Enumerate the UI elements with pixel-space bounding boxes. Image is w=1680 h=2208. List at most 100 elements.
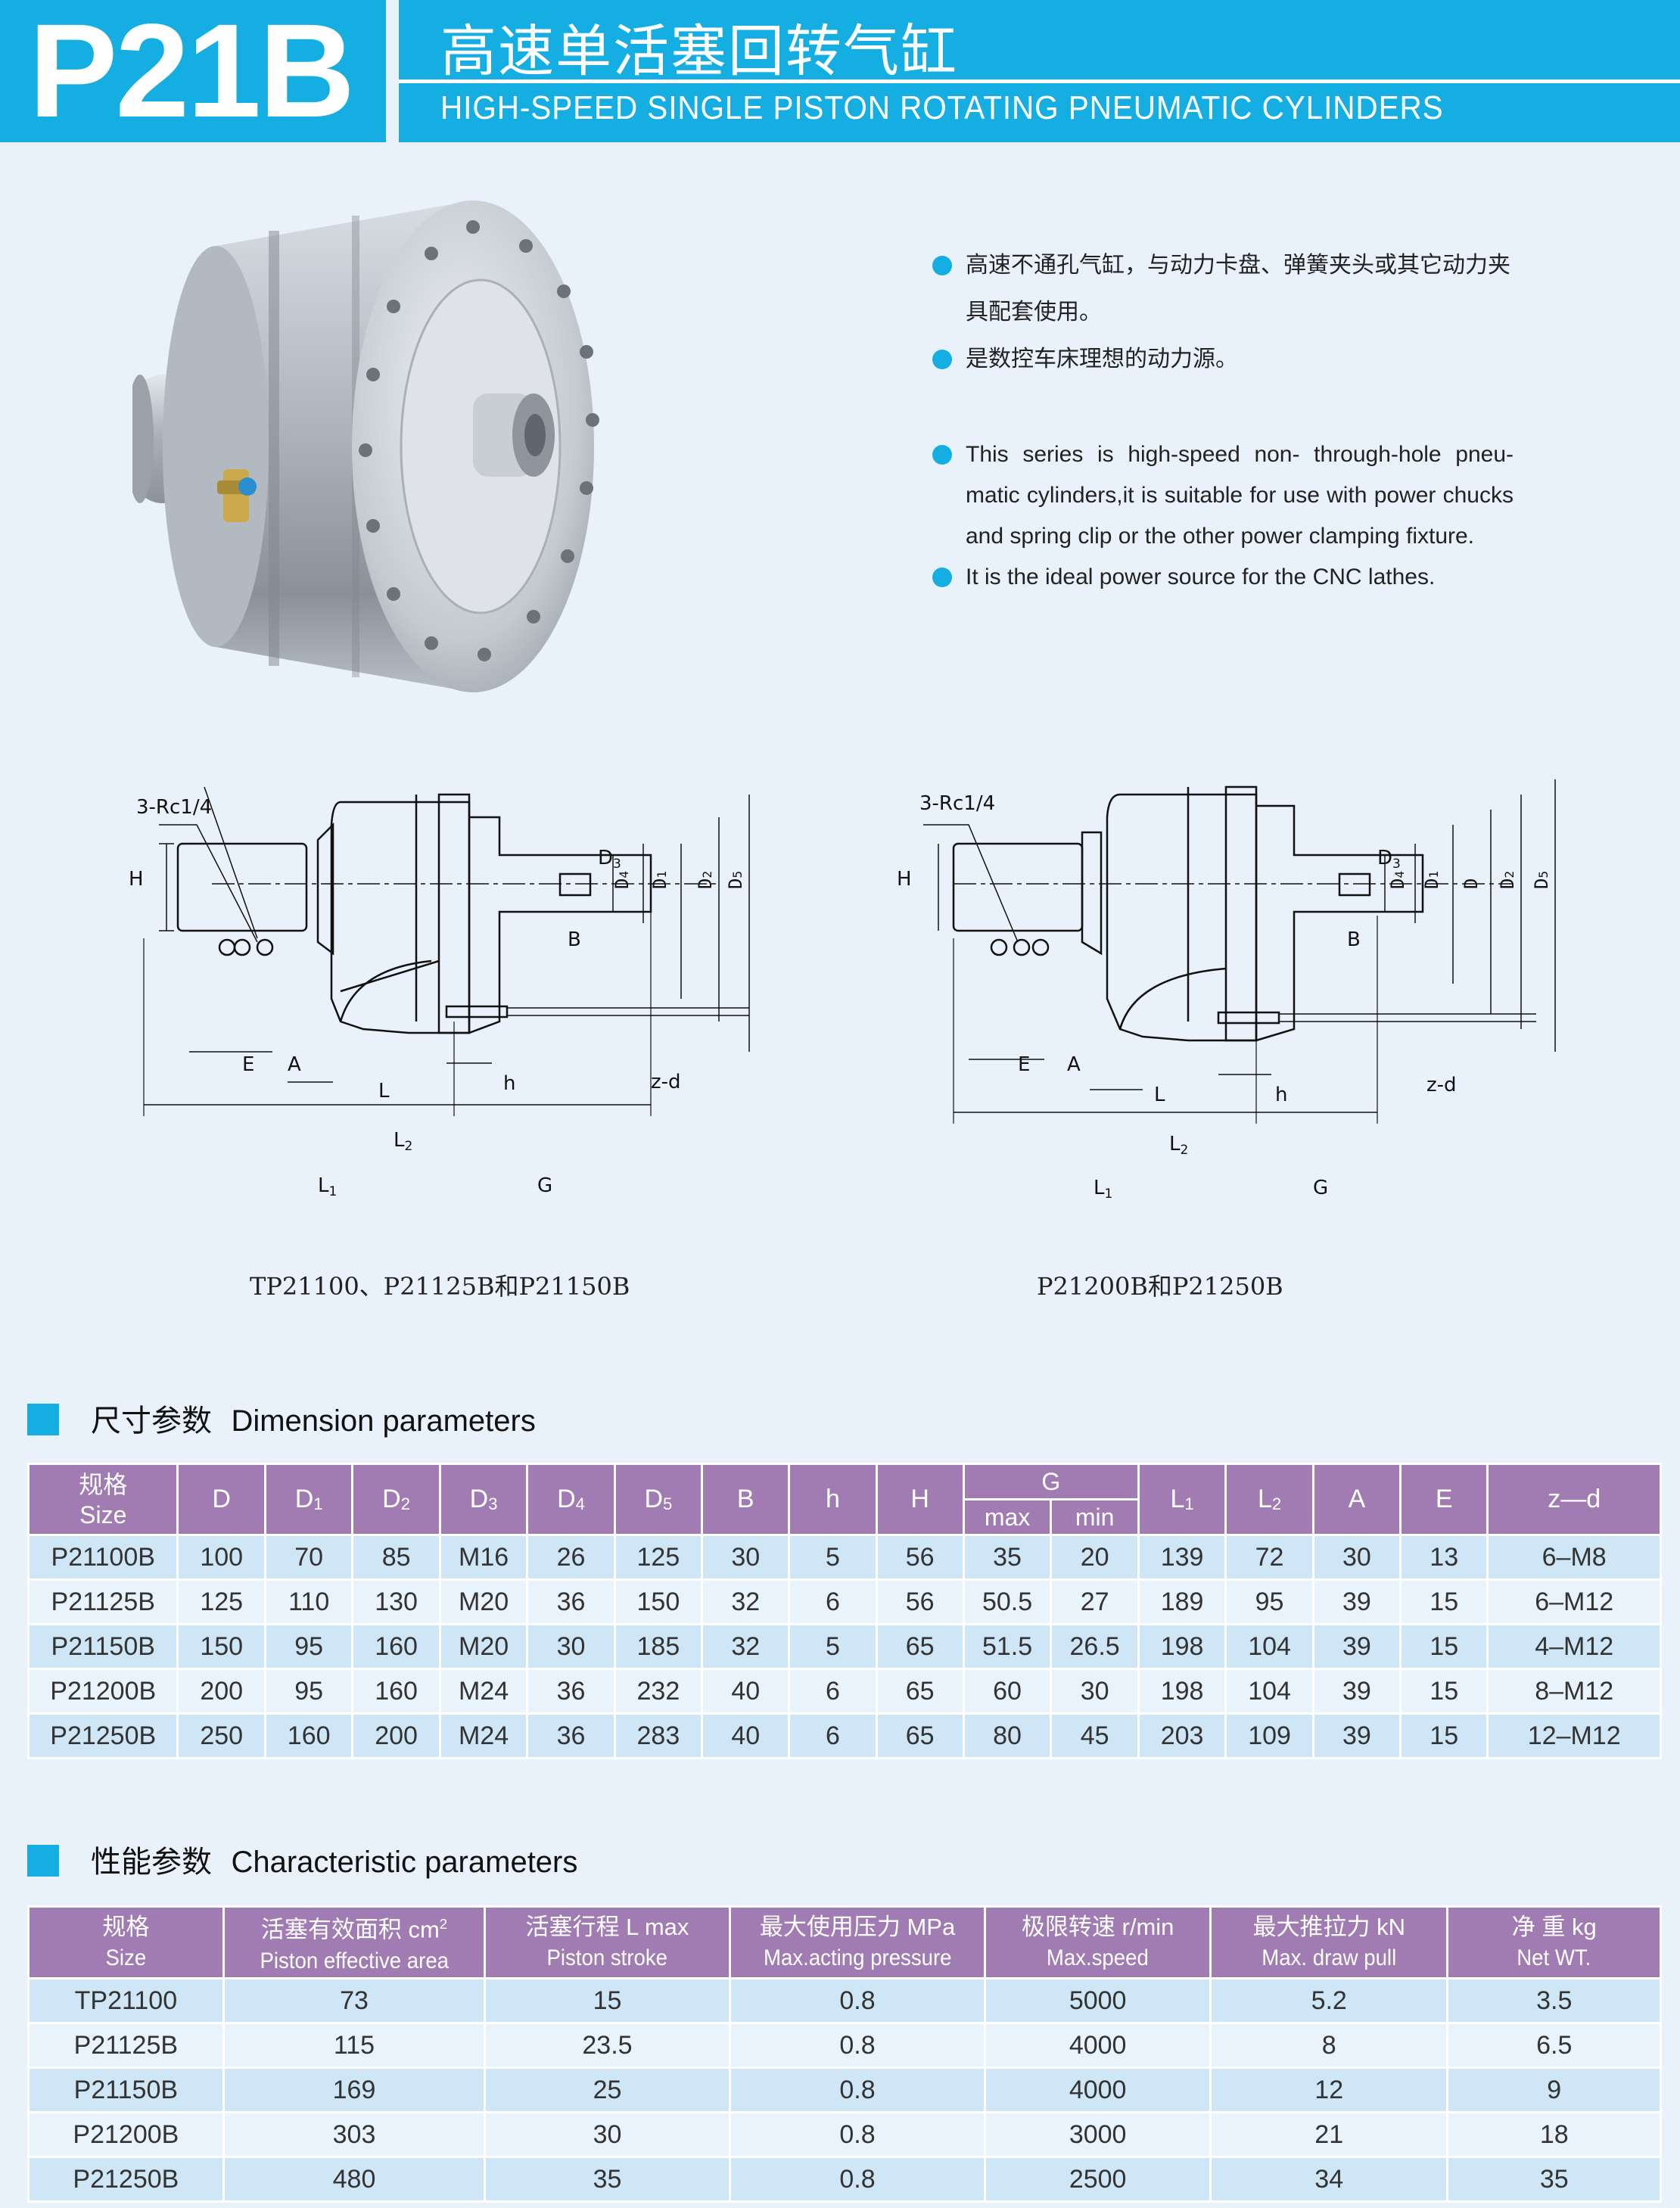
size-cell: P21150B [27,2067,225,2113]
table-cell: 480 [222,2156,487,2203]
table-cell: 20 [1050,1534,1140,1581]
drawing-left: 3-Rc1/4 H D3 B E A L h z-d L2 L1 G D4 D1… [129,786,750,1199]
col-G: G [962,1463,1140,1501]
table-cell: 150 [176,1623,266,1670]
table-cell: 18 [1446,2111,1662,2158]
table-cell: 50.5 [962,1578,1053,1625]
label-A: A [1067,1053,1081,1076]
col-h: h [788,1463,878,1536]
label-h: h [503,1072,515,1095]
table-cell: 104 [1224,1668,1314,1715]
table-cell: 65 [875,1712,965,1759]
label-G: G [537,1174,552,1197]
header-title-block: 高速单活塞回转气缸 HIGH-SPEED SINGLE PISTON ROTAT… [399,0,1680,142]
label-L: L [1154,1084,1165,1106]
table-cell: 9 [1446,2067,1662,2113]
table-cell: 12 [1209,2067,1449,2113]
label-B: B [568,928,581,951]
table-cell: 15 [1399,1578,1489,1625]
label-H: H [897,868,912,891]
size-cell: P21150B [26,1623,179,1670]
label-L2: L2 [394,1129,412,1154]
col-D2: D2 [351,1463,441,1536]
title-en: HIGH-SPEED SINGLE PISTON ROTATING PNEUMA… [440,89,1444,126]
drawing-left-caption: TP21100、P21125B和P21150B [250,1272,630,1301]
section-square-icon [27,1404,59,1435]
table-cell: 8–M12 [1486,1668,1662,1715]
bullet-dot-icon [932,445,952,465]
table-cell: 0.8 [728,2067,987,2113]
header-code-block: P21B [0,0,386,145]
table-cell: 40 [701,1668,791,1715]
table-cell: 34 [1209,2156,1449,2203]
table-cell: 35 [962,1534,1053,1581]
col-D4: D4 [526,1463,616,1536]
label-D: D [1461,879,1482,889]
label-E: E [1018,1053,1030,1076]
table-cell: 39 [1311,1578,1402,1625]
label-h: h [1275,1084,1287,1106]
table-cell: 6–M8 [1486,1534,1662,1581]
table-cell: 185 [613,1623,704,1670]
table-cell: 30 [1311,1534,1402,1581]
table-cell: 3000 [984,2111,1212,2158]
intro-cn-item: 是数控车床理想的动力源。 [931,336,1514,383]
label-L1: L1 [1094,1177,1112,1202]
intro-en-item: This series is high-speed non- through-h… [931,434,1514,557]
table-cell: 15 [1399,1623,1489,1670]
table-cell: 35 [484,2156,731,2203]
header-divider [399,79,1680,83]
table-cell: 198 [1137,1623,1227,1670]
table-cell: 250 [176,1712,266,1759]
table-cell: 95 [263,1623,354,1670]
table-cell: 30 [1050,1668,1140,1715]
col-D3: D3 [438,1463,529,1536]
col-H: H [875,1463,965,1536]
characteristic-section-title: 性能参数 Characteristic parameters [27,1837,577,1881]
table-cell: 6–M12 [1486,1578,1662,1625]
col-G-max: max [962,1498,1053,1536]
intro-en-item: It is the ideal power source for the CNC… [931,557,1514,598]
table-cell: 189 [1137,1578,1227,1625]
label-L2: L2 [1169,1133,1188,1158]
table-cell: 125 [176,1578,266,1625]
label-D5: D5 [1531,871,1552,889]
label-D4: D4 [1387,871,1408,889]
table-cell: 51.5 [962,1623,1053,1670]
table-cell: M24 [438,1668,529,1715]
cylinder-photo [132,201,599,692]
table-cell: 303 [222,2111,487,2158]
bullet-dot-icon [932,350,952,369]
table-cell: 25 [484,2067,731,2113]
table-cell: 0.8 [728,2111,987,2158]
label-L1: L1 [318,1174,337,1199]
table-cell: 0.8 [728,1977,987,2024]
label-E: E [242,1053,254,1076]
label-A: A [288,1053,301,1076]
table-cell: 30 [701,1534,791,1581]
table-cell: 65 [875,1623,965,1670]
title-cn: 高速单活塞回转气缸 [440,19,958,84]
label-port: 3-Rc1/4 [919,792,995,815]
table-cell: 6 [788,1668,878,1715]
table-cell: 36 [526,1668,616,1715]
col-E: E [1399,1463,1489,1536]
table-cell: 110 [263,1578,354,1625]
table-cell: 23.5 [484,2022,731,2069]
size-cell: P21125B [26,1578,179,1625]
table-cell: 73 [222,1977,487,2024]
table-cell: 4000 [984,2067,1212,2113]
size-cell: P21250B [27,2156,225,2203]
table-cell: 26 [526,1534,616,1581]
table-cell: 198 [1137,1668,1227,1715]
